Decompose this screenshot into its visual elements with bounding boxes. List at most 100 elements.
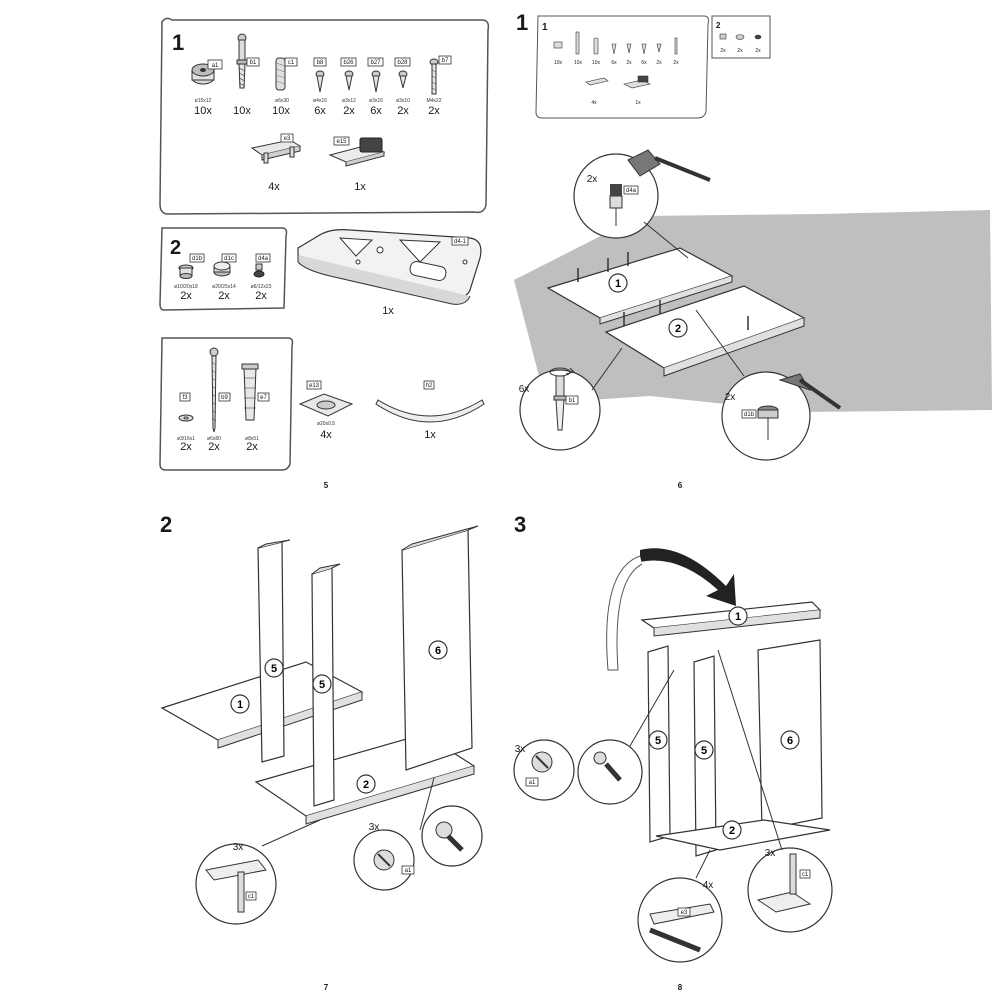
part-size: ø20/25x14 xyxy=(212,284,236,290)
part-size: ø20x0,5 xyxy=(317,421,335,427)
part-quantity: 10x xyxy=(233,105,251,117)
step-number: 3 xyxy=(514,512,526,537)
part-code: f3 xyxy=(182,395,188,401)
detail-callout-dowel xyxy=(717,649,833,933)
part-code: b9 xyxy=(221,395,228,401)
part-size: ø3x12 xyxy=(342,98,356,104)
step-number: 2 xyxy=(160,512,172,537)
panel-number: 6 xyxy=(787,735,793,747)
part-code: e13 xyxy=(309,383,320,389)
callout-quantity: 4x xyxy=(703,880,714,891)
panel-number: 1 xyxy=(735,611,741,623)
panel-number: 2 xyxy=(363,779,369,791)
part-code: d1b xyxy=(192,256,203,262)
part-quantity: 6x xyxy=(611,60,617,66)
panel-number: 2 xyxy=(675,323,681,335)
part-size: ø3x10 xyxy=(396,98,410,104)
part-quantity: 2x xyxy=(737,48,743,54)
panel-6: 6 xyxy=(757,639,823,831)
magnetic-catch-icon xyxy=(328,137,386,167)
panel-number: 5 xyxy=(655,735,661,747)
washer-icon xyxy=(178,414,194,422)
detail-callout-cam-lock xyxy=(353,777,483,891)
screw-icon xyxy=(344,70,354,91)
part-quantity: 1x xyxy=(424,429,436,441)
detail-callout-cam-bolt xyxy=(519,347,623,451)
panel-number: 2 xyxy=(729,825,735,837)
part-code: e7 xyxy=(260,395,267,401)
manual-page-6: 1 1 10x 10x 10x 6x 2x 6x 2x 2x 4x 1x xyxy=(500,0,1000,500)
part-code: b28 xyxy=(397,60,408,66)
part-quantity: 2x xyxy=(626,60,632,66)
step-number: 1 xyxy=(516,10,528,35)
part-quantity: 6x xyxy=(314,105,326,117)
panel-1: 1 xyxy=(640,601,822,637)
panel-2: 2 xyxy=(655,819,831,851)
wooden-dowel-icon xyxy=(275,57,286,91)
part-quantity: 2x xyxy=(755,48,761,54)
part-size: ø3x16 xyxy=(369,98,383,104)
mini-part-icons xyxy=(719,33,762,40)
hardware-summary-box-2: 2 2x 2x 2x xyxy=(711,15,771,59)
wall-plug-icon xyxy=(241,363,259,421)
part-quantity: 1x xyxy=(382,305,394,317)
part-quantity: 2x xyxy=(428,105,440,117)
corner-bracket-icon xyxy=(297,229,482,305)
detail-callout-connector xyxy=(637,849,723,963)
part-quantity: 2x xyxy=(343,105,355,117)
callout-part-code: e3 xyxy=(681,910,688,916)
callout-quantity: 3x xyxy=(233,842,244,853)
part-code: e15 xyxy=(336,139,347,145)
cap-icon xyxy=(213,261,231,277)
box-step-number: 2 xyxy=(716,21,721,30)
furniture-foot-icon xyxy=(178,264,194,279)
part-quantity: 10x xyxy=(194,105,212,117)
part-code: b8 xyxy=(317,60,324,66)
part-code: a1 xyxy=(212,63,219,69)
part-size: ø4x16 xyxy=(313,98,327,104)
hardware-box-2: 2 d1b ø10/20x18 2x d1c ø20/25x14 2x d4a … xyxy=(159,227,288,311)
part-quantity: 2x xyxy=(397,105,409,117)
detail-callout-hammer-foot xyxy=(573,149,711,259)
part-code: h2 xyxy=(426,383,433,389)
long-screw-icon xyxy=(209,347,219,433)
part-quantity: 6x xyxy=(641,60,647,66)
part-quantity: 2x xyxy=(720,48,726,54)
part-code: c1 xyxy=(288,60,295,66)
panel-number: 5 xyxy=(271,663,277,675)
part-quantity: 2x xyxy=(673,60,679,66)
panel-1: 1 xyxy=(546,247,734,325)
part-quantity: 2x xyxy=(246,441,258,453)
page-number: 8 xyxy=(678,983,683,992)
part-quantity: 4x xyxy=(268,181,280,193)
callout-quantity: 2x xyxy=(587,174,598,185)
adhesive-pad-icon xyxy=(298,393,354,417)
hammer-icon xyxy=(627,149,661,177)
part-size: ø8x51 xyxy=(245,436,259,442)
part-code: b7 xyxy=(442,58,449,64)
callout-quantity: 3x xyxy=(369,822,380,833)
screw-icon xyxy=(371,70,381,93)
panel-number: 6 xyxy=(435,645,441,657)
part-code: e3 xyxy=(284,136,291,142)
page-number: 6 xyxy=(678,481,683,490)
part-quantity: 10x xyxy=(554,60,563,66)
mini-part-icons xyxy=(553,31,678,89)
part-code: b26 xyxy=(343,60,354,66)
part-quantity: 2x xyxy=(180,441,192,453)
curved-strap-icon xyxy=(375,399,485,423)
panel-number: 1 xyxy=(615,278,621,290)
screw-icon xyxy=(315,70,325,93)
part-code: b1 xyxy=(250,60,257,66)
part-size: ø10/20x18 xyxy=(174,284,198,290)
part-code: d1c xyxy=(224,256,234,262)
manual-page-5: 1 a1 ø15x12 10x b1 10x c1 ø6x30 xyxy=(0,0,500,500)
panel-number: 5 xyxy=(701,745,707,757)
part-size: M4x22 xyxy=(426,98,441,104)
part-quantity: 1x xyxy=(354,181,366,193)
box-step-number: 2 xyxy=(170,237,181,259)
part-quantity: 1x xyxy=(635,100,641,106)
part-code: b27 xyxy=(370,60,381,66)
page-number: 7 xyxy=(324,983,329,992)
part-size: ø6/12x23 xyxy=(251,284,272,290)
